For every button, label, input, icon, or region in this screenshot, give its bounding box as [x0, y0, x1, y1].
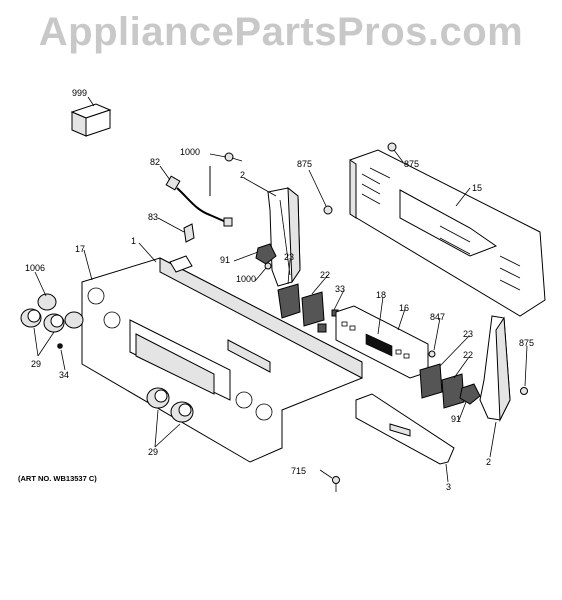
label-91-right: 91	[451, 414, 461, 424]
part-23-switch-right[interactable]	[419, 363, 443, 399]
part-847-screw[interactable]	[428, 350, 436, 358]
label-999: 999	[72, 88, 87, 98]
label-83: 83	[148, 212, 158, 222]
label-91-left: 91	[220, 255, 230, 265]
label-23-left: 23	[284, 252, 294, 262]
part-875-screw-a[interactable]	[323, 205, 333, 215]
part-3-trim-strip[interactable]	[355, 393, 455, 465]
label-847: 847	[430, 312, 445, 322]
label-1: 1	[131, 236, 136, 246]
label-875-c: 875	[519, 338, 534, 348]
part-22-switch-left[interactable]	[301, 291, 325, 327]
art-number: (ART NO. WB13537 C)	[18, 474, 97, 483]
part-83-bracket[interactable]	[183, 223, 195, 243]
label-34: 34	[59, 370, 69, 380]
label-23-right: 23	[463, 329, 473, 339]
label-2-left: 2	[240, 170, 245, 180]
part-23-switch-left[interactable]	[277, 283, 301, 319]
part-2-side-trim-right[interactable]	[479, 315, 511, 422]
part-29-knob-1[interactable]	[20, 308, 42, 328]
part-29-knob-2[interactable]	[43, 313, 65, 333]
part-875-screw-c[interactable]	[520, 387, 528, 395]
part-82-wire-harness[interactable]	[165, 166, 233, 227]
leader-lines	[33, 96, 528, 483]
label-22-left: 22	[320, 270, 330, 280]
part-715-screw[interactable]	[332, 476, 340, 493]
label-33: 33	[335, 284, 345, 294]
part-29-knob-3[interactable]	[37, 293, 57, 311]
label-15: 15	[472, 183, 482, 193]
label-22-right: 22	[463, 350, 473, 360]
part-22-switch-right[interactable]	[441, 373, 465, 409]
label-875-b: 875	[404, 159, 419, 169]
label-715: 715	[291, 466, 306, 476]
part-875-screw-b[interactable]	[387, 142, 397, 152]
label-1000-lower: 1000	[236, 274, 256, 284]
label-2-right: 2	[486, 457, 491, 467]
label-29-bottom: 29	[148, 447, 158, 457]
label-3: 3	[446, 482, 451, 492]
label-1000-top: 1000	[180, 147, 200, 157]
part-91-clip-right[interactable]	[459, 383, 481, 405]
watermark-text: AppliancePartsPros.com	[38, 10, 524, 54]
part-29-knob-5[interactable]	[146, 387, 170, 409]
part-2-side-trim-left[interactable]	[267, 186, 301, 287]
part-15-back-panel[interactable]	[349, 149, 546, 317]
label-82: 82	[150, 157, 160, 167]
part-29-knob-6[interactable]	[170, 401, 194, 423]
part-1000-screw-top[interactable]	[224, 152, 243, 162]
label-18: 18	[376, 290, 386, 300]
part-999-box[interactable]	[70, 103, 112, 137]
label-875-a: 875	[297, 159, 312, 169]
part-1-control-panel[interactable]	[81, 255, 363, 463]
label-16: 16	[399, 303, 409, 313]
part-91-clip-left[interactable]	[255, 243, 277, 270]
label-1006: 1006	[25, 263, 45, 273]
part-34-screw[interactable]	[57, 343, 63, 349]
panel-knob-dials	[87, 287, 273, 421]
label-17: 17	[75, 244, 85, 254]
callouts: 999 1000 82 2 875 875 15 83 1 17 1006 91…	[25, 88, 534, 492]
part-29-knob-4[interactable]	[64, 311, 84, 329]
label-29-left: 29	[31, 359, 41, 369]
